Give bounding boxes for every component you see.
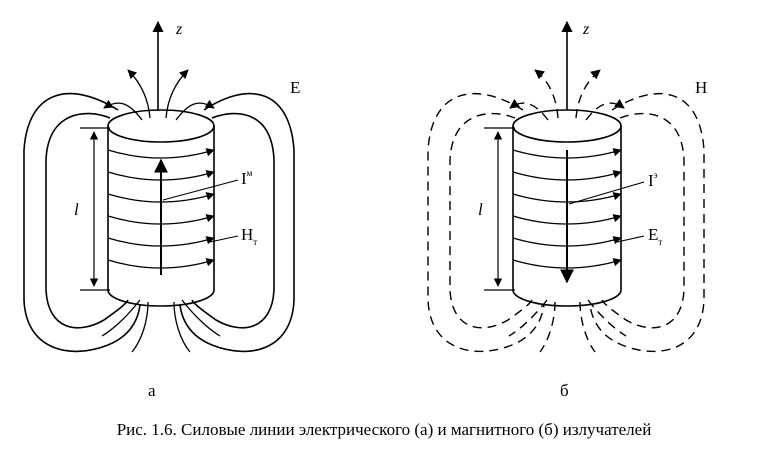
figure-caption: Рис. 1.6. Силовые линии электрического (… (116, 420, 652, 439)
hfield-leader-a (209, 235, 239, 243)
current-label-a: Iм (241, 168, 253, 188)
length-label-b: l (478, 200, 483, 219)
efield-leader-b (616, 235, 645, 243)
field-label-b: H (695, 78, 707, 97)
z-label-b: z (582, 21, 590, 38)
outer-loop-right-a (179, 92, 295, 353)
length-dimension-b (484, 127, 515, 291)
inner-loop-left-a (45, 112, 129, 329)
inner-field-label-a: Hт (241, 225, 257, 247)
dashed-field-lines-b (427, 69, 705, 353)
current-label-b: Iэ (648, 170, 658, 190)
field-label-a: E (290, 78, 300, 97)
z-label-a: z (175, 21, 183, 38)
outer-loop-left-a (23, 92, 141, 353)
length-dimension-a (80, 127, 110, 291)
emitters-figure: z E l Iм Hт а (23, 20, 707, 400)
inner-loop-right-a (191, 112, 275, 329)
sublabel-b: б (560, 381, 569, 400)
length-label-a: l (74, 200, 79, 219)
panel-a (23, 20, 295, 353)
sublabel-a: а (148, 381, 156, 400)
current-leader-b (568, 181, 645, 205)
bottom-rays-a (101, 299, 221, 353)
inner-field-label-b: Eт (648, 225, 662, 247)
panel-b (427, 20, 705, 353)
current-leader-a (162, 179, 239, 201)
